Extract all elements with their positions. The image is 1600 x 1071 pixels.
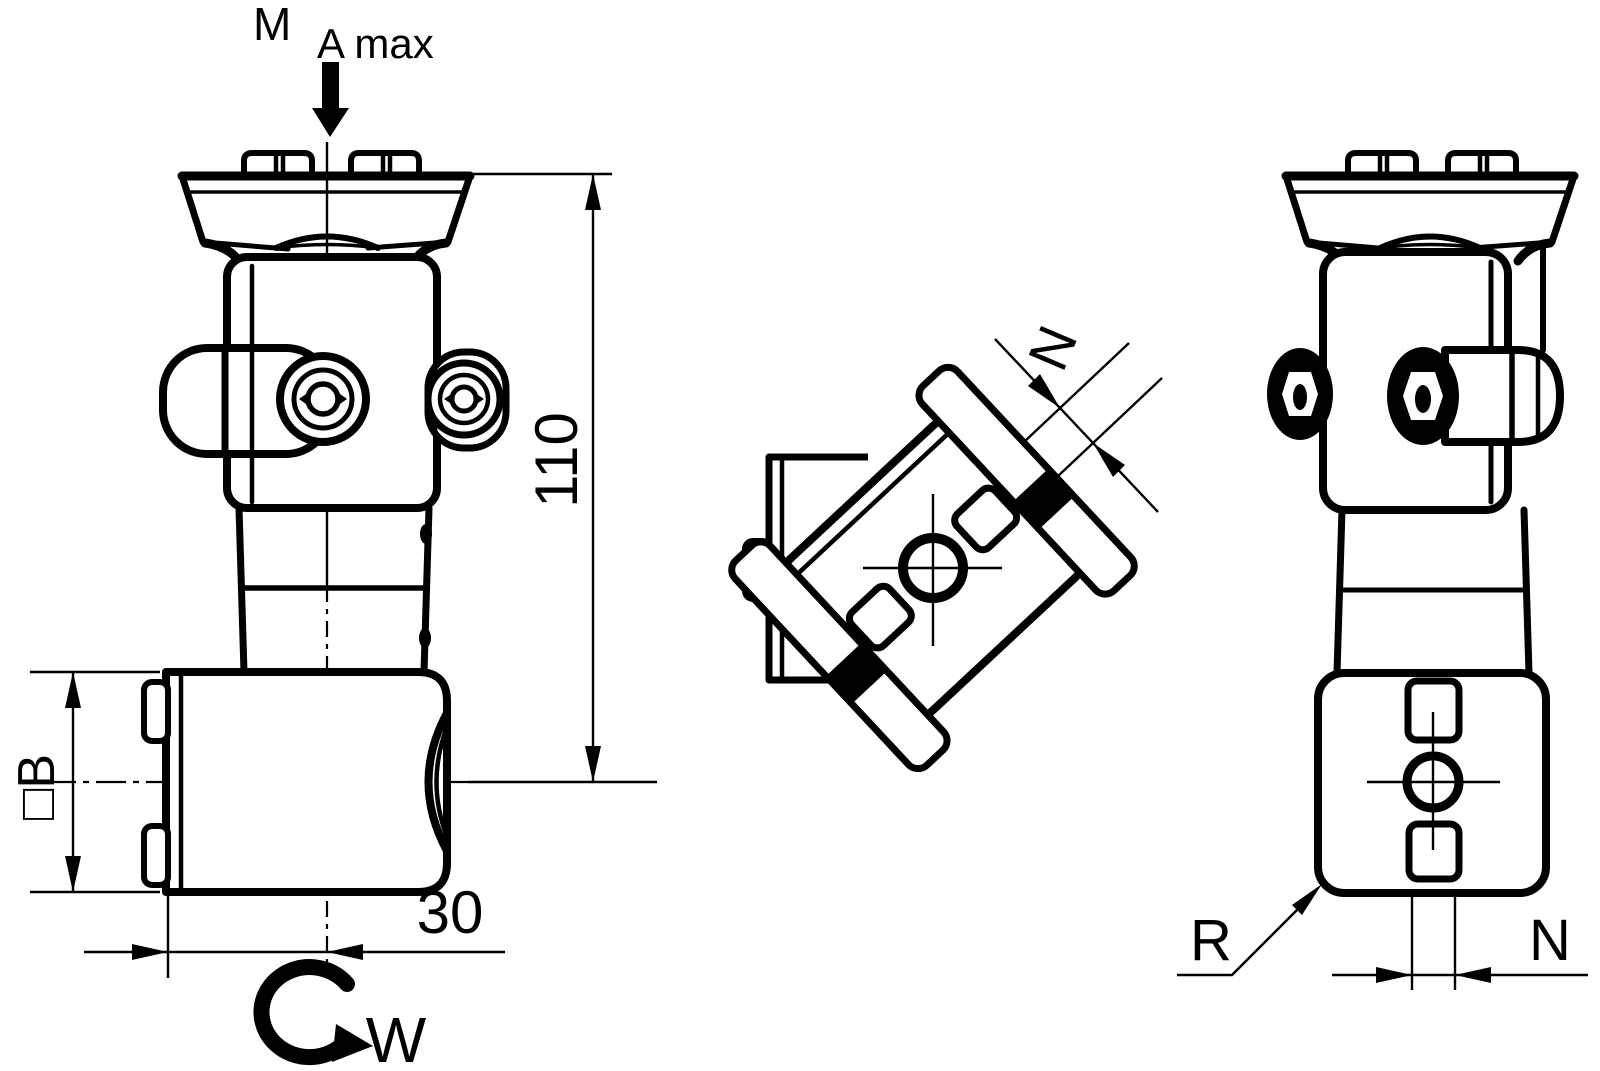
slot-dimension-text: N: [1529, 908, 1571, 973]
socket-screw-middle: [1387, 347, 1459, 445]
rotation-label: W: [366, 1004, 427, 1071]
clamp-rail-left: [728, 538, 951, 773]
block-size-dimension-text: □B: [8, 754, 66, 820]
mount-tab-bottom: [141, 823, 171, 888]
torque-subscript: A max: [317, 20, 434, 67]
socket-screw-left: [1267, 348, 1333, 440]
radius-label: R: [1190, 908, 1232, 973]
rail-thickness-dimension-text: N: [1016, 317, 1090, 379]
slot-lower: [845, 582, 915, 652]
slot-upper: [951, 484, 1021, 554]
bottom-block: [141, 668, 451, 896]
radius-leader-arrow-icon: [1292, 884, 1322, 915]
front-view: M A max: [8, 0, 657, 1071]
rotation-annotation: W: [253, 959, 427, 1071]
rail-gap-right: [1014, 470, 1073, 528]
offset-dimension-text: 30: [417, 879, 484, 946]
offset-dimension: 30: [84, 879, 505, 978]
clamp-screw-right: [424, 359, 504, 439]
clamp-cylinder: [1441, 346, 1564, 446]
torque-label: M: [253, 0, 291, 50]
clamp-screw-left: [276, 352, 370, 446]
down-arrow-icon: [312, 62, 349, 137]
bottom-block: [1314, 669, 1550, 897]
side-view: R N: [1177, 150, 1588, 990]
slot-dimension: N: [1332, 896, 1588, 990]
radius-annotation: R: [1177, 884, 1322, 977]
rail-gap-left: [827, 644, 886, 703]
lower-shaft: [1333, 506, 1533, 677]
block-size-dimension: □B: [8, 670, 160, 894]
rotated-view: N: [728, 317, 1163, 773]
clamp-rail-right: [915, 363, 1138, 598]
bore-arc: [424, 709, 451, 855]
lower-shaft: [235, 504, 433, 676]
mount-tab-top: [141, 679, 171, 744]
height-dimension-text: 110: [523, 412, 590, 508]
height-dimension: 110: [523, 174, 601, 782]
rotation-arrow-icon: [253, 959, 355, 1066]
radius-leader: [1177, 909, 1298, 977]
